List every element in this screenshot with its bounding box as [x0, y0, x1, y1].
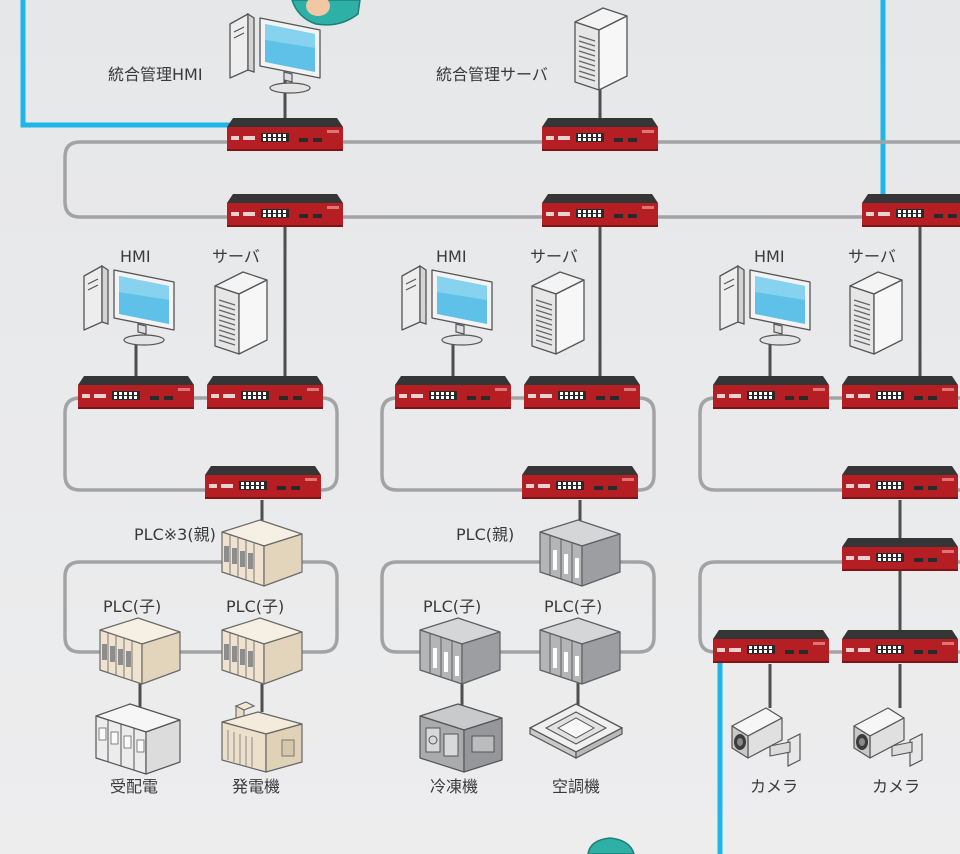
label-integrated-hmi: 統合管理HMI: [108, 65, 203, 84]
power-receiving-icon: [95, 703, 181, 775]
label-power-receiving: 受配電: [110, 777, 158, 796]
label-server: サーバ: [848, 247, 896, 266]
plc-icon: [221, 519, 303, 587]
switch-icon: [207, 376, 323, 409]
label-camera: カメラ: [872, 777, 920, 796]
label-plc-child: PLC(子): [226, 597, 284, 616]
switch-icon: [205, 466, 321, 499]
server-icon: [214, 271, 268, 355]
label-plc-parent: PLC※3(親): [134, 525, 216, 544]
server-icon: [531, 271, 585, 355]
label-plc-child: PLC(子): [103, 597, 161, 616]
switch-icon: [542, 194, 658, 227]
label-plc-child: PLC(子): [544, 597, 602, 616]
label-hmi: HMI: [754, 247, 785, 266]
switch-icon: [524, 376, 640, 409]
label-hmi: HMI: [436, 247, 467, 266]
plc-icon: [221, 617, 303, 685]
switch-icon: [842, 376, 958, 409]
switch-icon: [713, 376, 829, 409]
label-integrated-server: 統合管理サーバ: [436, 65, 548, 84]
person-icon: [291, 0, 361, 26]
label-hmi: HMI: [120, 247, 151, 266]
switch-icon: [842, 538, 958, 571]
switch-icon: [862, 194, 960, 227]
switch-icon: [522, 466, 638, 499]
label-server: サーバ: [530, 247, 578, 266]
switches: [78, 118, 960, 663]
switch-icon: [542, 118, 658, 151]
person-icon: [587, 837, 635, 854]
label-air-conditioner: 空調機: [552, 777, 600, 796]
switch-icon: [227, 194, 343, 227]
camera-icon: [853, 707, 923, 767]
label-camera: カメラ: [750, 777, 798, 796]
switch-icon: [227, 118, 343, 151]
label-plc-parent: PLC(親): [456, 525, 514, 544]
pc-icon: [83, 265, 175, 346]
labels: 統合管理HMI 統合管理サーバ HMI サーバ HMI サーバ HMI サーバ …: [103, 65, 920, 796]
switch-icon: [842, 630, 958, 663]
plc-icon: [539, 519, 621, 587]
label-generator: 発電機: [232, 777, 280, 796]
label-server: サーバ: [212, 247, 260, 266]
label-refrigerator: 冷凍機: [430, 777, 478, 796]
switch-icon: [842, 466, 958, 499]
plc-icon: [99, 617, 181, 685]
refrigerator-icon: [419, 703, 503, 773]
pc-icon: [401, 265, 493, 346]
plc-icon: [419, 617, 501, 685]
switch-icon: [395, 376, 511, 409]
air-conditioner-icon: [529, 703, 623, 759]
pc-icon: [719, 265, 811, 346]
camera-icon: [731, 707, 801, 767]
switch-icon: [713, 630, 829, 663]
plc-icon: [539, 617, 621, 685]
uplink-lines: [20, 0, 886, 854]
pc-icon: [229, 13, 321, 94]
generator-icon: [221, 701, 303, 773]
label-plc-child: PLC(子): [423, 597, 481, 616]
server-icon: [849, 271, 903, 355]
switch-icon: [78, 376, 194, 409]
server-icon: [574, 7, 628, 91]
